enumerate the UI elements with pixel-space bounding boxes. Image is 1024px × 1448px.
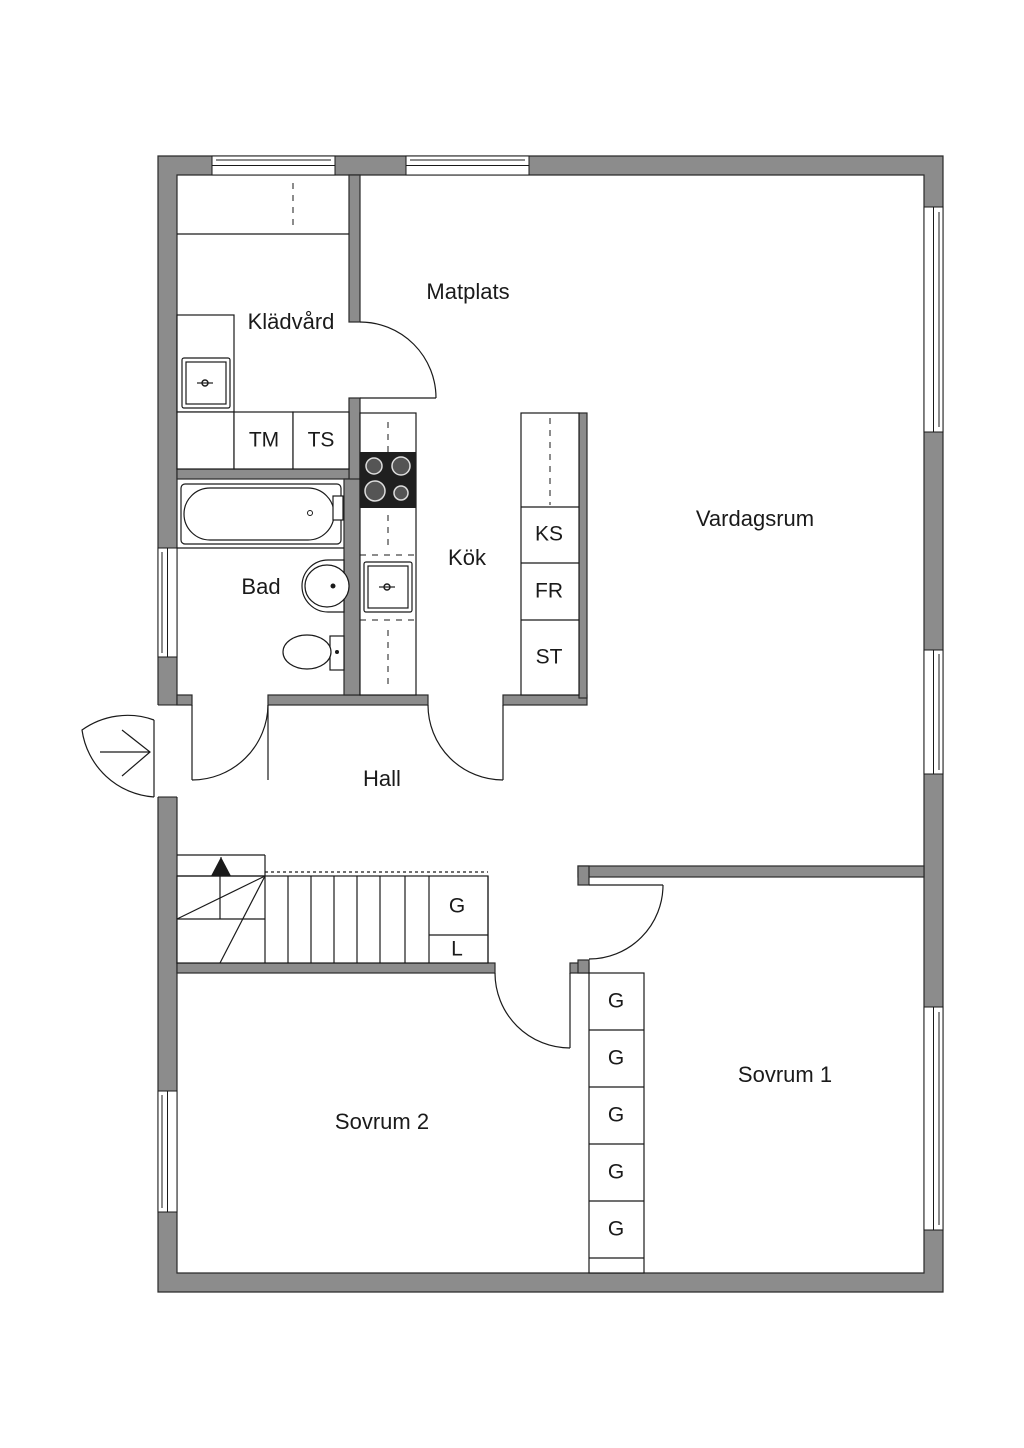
fixture-label-g-1: G — [608, 990, 624, 1013]
interior-walls — [176, 174, 925, 974]
room-label-matplats: Matplats — [426, 279, 509, 304]
sink-icon — [181, 357, 231, 409]
bathtub-icon — [180, 483, 344, 545]
room-label-kok: Kök — [448, 545, 487, 570]
fixture-label-g-2: G — [608, 1047, 624, 1070]
entrance-arrow-icon — [100, 729, 151, 777]
fixture-label-g-3: G — [608, 1104, 624, 1127]
windows — [157, 155, 944, 1231]
fixture-label-g-stairs: G — [449, 895, 465, 918]
wardrobes — [588, 972, 645, 1274]
washbasin-icon — [301, 559, 350, 613]
fixture-label-ks: KS — [535, 523, 563, 546]
kladvard-fixtures — [176, 183, 350, 470]
room-labels: Matplats Klädvård Vardagsrum Kök Bad Hal… — [241, 279, 832, 1134]
fixture-label-ts: TS — [308, 429, 335, 452]
bad-fixtures — [177, 483, 350, 671]
stove-icon — [360, 452, 416, 508]
fixture-label-st: ST — [536, 646, 563, 669]
room-label-bad: Bad — [241, 574, 280, 599]
entrance-opening — [154, 705, 181, 797]
room-label-kladvard: Klädvård — [248, 309, 335, 334]
room-label-sovrum2: Sovrum 2 — [335, 1109, 429, 1134]
toilet-icon — [282, 634, 345, 671]
room-label-hall: Hall — [363, 766, 401, 791]
kok-fixtures — [359, 412, 580, 696]
room-label-vardagsrum: Vardagsrum — [696, 506, 814, 531]
fixture-label-fr: FR — [535, 580, 563, 603]
fixture-label-l: L — [451, 938, 463, 961]
fixture-labels: TM TS KS FR ST G L G G G G G — [249, 429, 624, 1241]
staircase — [176, 854, 489, 964]
doors — [81, 321, 664, 1049]
fixture-label-tm: TM — [249, 429, 279, 452]
fixture-label-g-4: G — [608, 1161, 624, 1184]
fixture-label-g-5: G — [608, 1218, 624, 1241]
sink-icon — [363, 561, 413, 613]
room-label-sovrum1: Sovrum 1 — [738, 1062, 832, 1087]
